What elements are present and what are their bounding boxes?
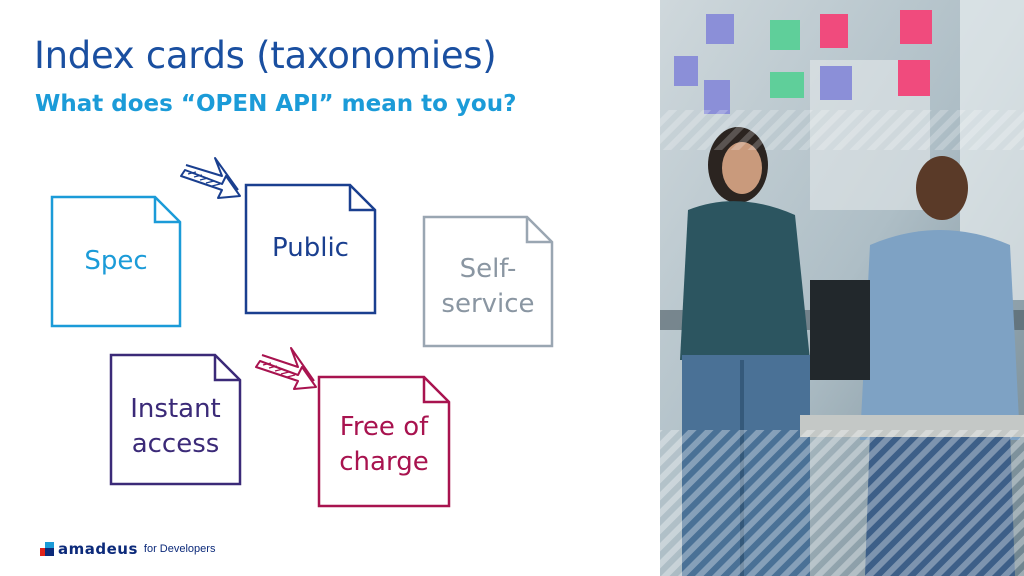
card-label-instant-access: Instant access [111, 392, 240, 462]
index-card-free-of-charge [317, 375, 451, 508]
office-collaboration-photo-icon [660, 0, 1024, 576]
sketch-arrow-icon [180, 157, 241, 199]
card-label-line: Public [272, 233, 349, 263]
card-label-line: Spec [84, 246, 148, 276]
index-card-spec [50, 195, 182, 328]
card-label-self-service: Self- service [424, 252, 552, 322]
card-label-line: charge [339, 447, 429, 477]
slide-subtitle: What does “OPEN API” mean to you? [35, 91, 517, 117]
card-label-spec: Spec [52, 244, 180, 279]
logo-tagline: for Developers [143, 543, 216, 555]
logo-wordmark: amadeus [58, 540, 138, 558]
card-label-free-of-charge: Free of charge [319, 410, 449, 480]
card-label-line: Instant [130, 394, 221, 424]
amadeus-mark-icon [40, 542, 54, 556]
sketch-arrow-icon [255, 347, 317, 390]
card-label-line: Self- [459, 254, 517, 284]
slide-title: Index cards (taxonomies) [34, 34, 497, 77]
card-label-public: Public [246, 231, 375, 266]
card-label-line: Free of [339, 412, 429, 442]
amadeus-logo: amadeus for Developers [40, 539, 215, 559]
index-card-public [244, 183, 377, 315]
index-card-instant-access [109, 353, 242, 486]
index-cards-diagram [50, 157, 554, 508]
card-label-line: service [441, 289, 535, 319]
index-card-self-service [422, 215, 554, 348]
sticky-notes [674, 10, 932, 114]
card-label-line: access [131, 429, 220, 459]
